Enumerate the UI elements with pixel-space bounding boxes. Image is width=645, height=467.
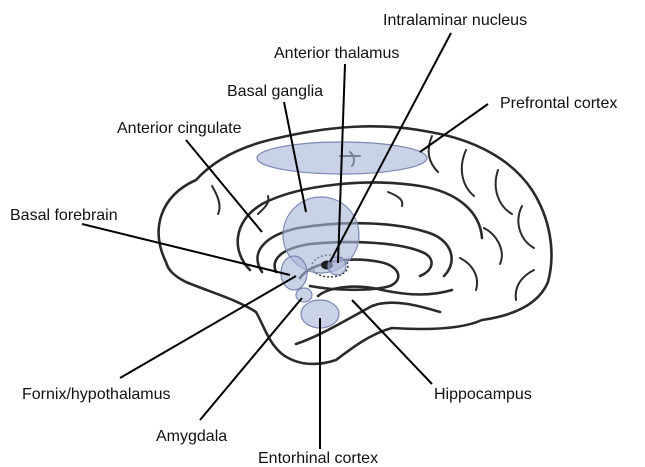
amygdala-region (296, 288, 312, 302)
label-basal-forebrain: Basal forebrain (10, 207, 118, 224)
leader-hippocampus (352, 300, 432, 384)
label-hippocampus: Hippocampus (434, 386, 532, 403)
cingulate-sulcus (238, 183, 482, 270)
label-entorhinal-cortex: Entorhinal cortex (258, 450, 378, 467)
sulcus-6 (518, 206, 534, 248)
label-anterior-cingulate: Anterior cingulate (117, 120, 242, 137)
label-prefrontal-cortex: Prefrontal cortex (500, 95, 617, 112)
label-fornix-hypothalamus: Fornix/hypothalamus (22, 386, 171, 403)
sulcus-7 (484, 228, 502, 264)
sulcus-5 (496, 170, 512, 214)
sulcus-11 (388, 192, 402, 206)
sulcus-1 (212, 186, 220, 214)
sulcus-12 (516, 270, 534, 300)
sulcus-8 (460, 258, 477, 290)
leader-amygdala (200, 298, 302, 420)
label-anterior-thalamus: Anterior thalamus (274, 45, 399, 62)
label-intralaminar-nucleus: Intralaminar nucleus (383, 12, 527, 29)
label-amygdala: Amygdala (156, 428, 227, 445)
leader-anterior-cingulate (186, 140, 262, 232)
label-basal-ganglia: Basal ganglia (227, 83, 323, 100)
sulcus-4 (462, 150, 474, 196)
